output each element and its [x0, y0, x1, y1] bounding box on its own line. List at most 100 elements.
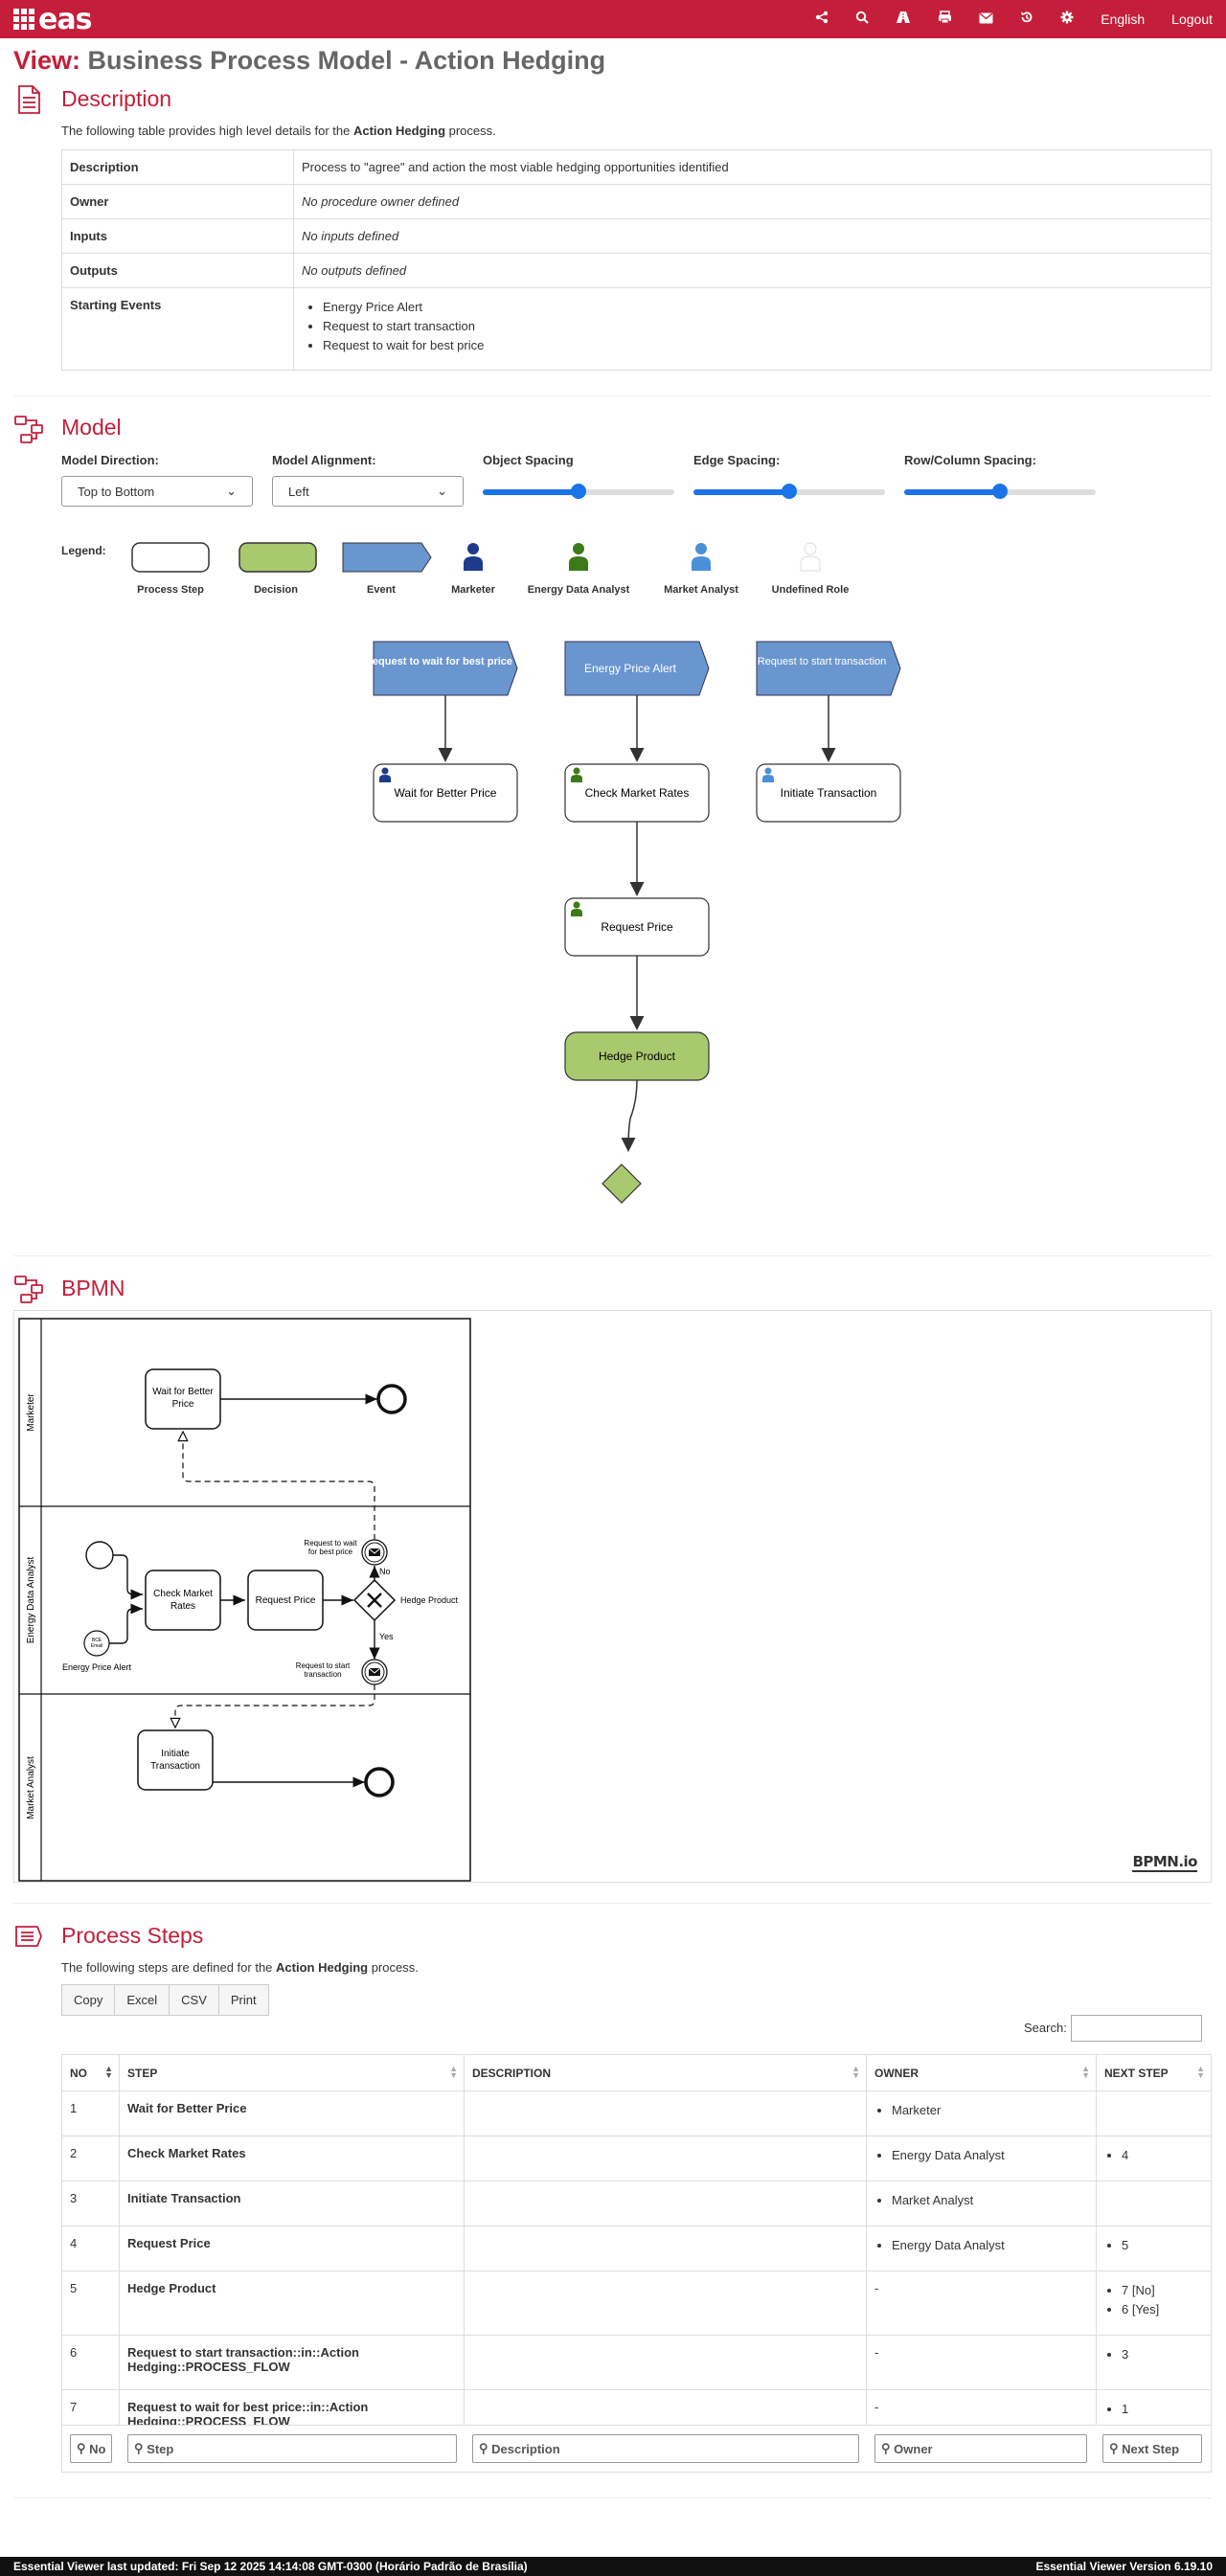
search-icon[interactable] [855, 11, 869, 28]
csv-button[interactable]: CSV [170, 1984, 219, 2016]
bpmn-io-logo[interactable]: BPMN.io [1132, 1853, 1197, 1872]
end-event[interactable] [376, 1384, 407, 1414]
logout-link[interactable]: Logout [1171, 11, 1213, 27]
share-icon[interactable] [815, 11, 829, 28]
filter-placeholder: Step [147, 2441, 174, 2456]
event-shape[interactable]: Request to wait for best price [365, 641, 518, 696]
edge-spacing-slider[interactable] [693, 484, 885, 499]
legend-analyst: Market Analyst [664, 584, 738, 596]
step-label: Initiate Transaction [781, 786, 877, 800]
list-item: 6 [Yes] [1122, 2300, 1203, 2319]
event-shape[interactable]: Request to start transaction [756, 641, 901, 696]
legend-shapes [131, 542, 821, 573]
divider [13, 395, 1212, 396]
slider-knob[interactable] [992, 484, 1008, 499]
event-label: Request to start transaction [758, 656, 887, 667]
process-step[interactable]: Request Price [564, 897, 710, 957]
edge-spacing-label: Edge Spacing: [693, 453, 781, 467]
print-button[interactable]: Print [218, 1984, 269, 2016]
cell-description [464, 2271, 867, 2336]
gateway-label: Hedge Product [400, 1595, 459, 1605]
legend-event: Event [367, 584, 396, 596]
slider-knob[interactable] [571, 484, 586, 499]
export-buttons: Copy Excel CSV Print [61, 1984, 269, 2016]
copy-button[interactable]: Copy [61, 1984, 116, 2016]
cell-no: 2 [61, 2135, 120, 2181]
process-flow-icon [14, 1276, 43, 1303]
list-item: Request to wait for best price [323, 336, 1203, 355]
version-text: Essential Viewer Version 6.19.10 [1035, 2560, 1213, 2573]
cell-step-text: Request to wait for best price::in::Acti… [127, 2400, 369, 2425]
svg-text:Yes: Yes [379, 1632, 394, 1641]
language-selector[interactable]: English [1101, 11, 1146, 27]
slider-knob[interactable] [782, 484, 797, 499]
filter-description-input[interactable]: ⚲ Description [472, 2434, 859, 2463]
legend-marketer-icon [464, 543, 483, 571]
process-name: Action Hedging [352, 124, 446, 138]
search-icon: ⚲ [77, 2441, 86, 2455]
process-step[interactable]: Wait for Better Price [373, 763, 518, 823]
alignment-select[interactable]: Left⌄ [272, 476, 464, 507]
filter-next-step-input[interactable]: ⚲ Next Step [1102, 2434, 1202, 2463]
filter-step-input[interactable]: ⚲ Step [127, 2434, 457, 2463]
envelope-icon[interactable] [979, 11, 993, 28]
object-spacing-slider[interactable] [483, 484, 674, 499]
road-icon[interactable] [896, 11, 911, 28]
svg-text:Check Market: Check Market [153, 1589, 213, 1599]
column-header-step[interactable]: STEP▲▼ [119, 2054, 465, 2091]
process-step[interactable]: Initiate Transaction [756, 763, 901, 823]
cell-next: 7 [No]6 [Yes] [1096, 2271, 1212, 2336]
step-label: Wait for Better Price [395, 786, 497, 800]
column-header-description[interactable]: DESCRIPTION▲▼ [464, 2054, 867, 2091]
history-icon[interactable] [1020, 11, 1033, 28]
gear-icon[interactable] [1060, 11, 1074, 28]
filter-owner-input[interactable]: ⚲ Owner [874, 2434, 1087, 2463]
column-label: STEP [127, 2066, 158, 2080]
search-icon: ⚲ [881, 2441, 891, 2455]
svg-text:Rates: Rates [170, 1601, 195, 1612]
logo-text: eas [38, 2, 92, 36]
svg-text:Request to wait for best price: Request to wait for best price [365, 656, 512, 667]
intermediate-message-event[interactable] [361, 1539, 388, 1566]
table-row: 3 Initiate Transaction Market Analyst [61, 2181, 1212, 2226]
event-shape[interactable]: Energy Price Alert [564, 641, 710, 696]
decision-step[interactable]: Hedge Product [564, 1031, 710, 1081]
list-item: Energy Price Alert [323, 298, 1203, 317]
bpmn-diagram[interactable]: Marketer Energy Data Analyst Market Anal… [18, 1318, 478, 1883]
end-event[interactable] [364, 1767, 395, 1797]
cell-no: 5 [61, 2271, 120, 2336]
list-item: 3 [1122, 2345, 1203, 2364]
bpmn-canvas[interactable]: Marketer Energy Data Analyst Market Anal… [13, 1310, 1212, 1883]
column-header-no[interactable]: NO▲▼ [61, 2054, 120, 2091]
event-label: Energy Price Alert [584, 662, 677, 675]
list-item: Market Analyst [892, 2191, 1088, 2210]
cell-owner: - [866, 2271, 1097, 2336]
filter-no-input[interactable]: ⚲ No [70, 2434, 112, 2463]
column-header-owner[interactable]: OWNER▲▼ [866, 2054, 1097, 2091]
bpmn-heading: BPMN [61, 1276, 125, 1300]
search-input[interactable] [1071, 2015, 1202, 2042]
description-intro: The following table provides high level … [61, 124, 496, 138]
direction-select[interactable]: Top to Bottom⌄ [61, 476, 253, 507]
bpmn-task[interactable]: Request Price [247, 1570, 324, 1631]
footer: Essential Viewer last updated: Fri Sep 1… [0, 2557, 1226, 2576]
excel-button[interactable]: Excel [115, 1984, 170, 2016]
rowcol-spacing-slider[interactable] [904, 484, 1096, 499]
no-label: No [379, 1567, 391, 1576]
process-step[interactable]: Check Market Rates [564, 763, 710, 823]
cell-step: Initiate Transaction [119, 2181, 465, 2226]
svg-text:Email: Email [91, 1643, 103, 1649]
eas-logo[interactable]: eas [13, 2, 92, 36]
cell-owner: Energy Data Analyst [866, 2135, 1097, 2181]
step-label: Check Market Rates [585, 786, 690, 800]
print-icon[interactable] [938, 11, 952, 28]
column-header-next-step[interactable]: NEXT STEP▲▼ [1096, 2054, 1212, 2091]
end-gateway-shape[interactable] [602, 1164, 642, 1204]
intermediate-message-event[interactable] [361, 1659, 388, 1685]
search-label: Search: [1024, 2021, 1067, 2035]
start-event[interactable] [85, 1541, 114, 1570]
